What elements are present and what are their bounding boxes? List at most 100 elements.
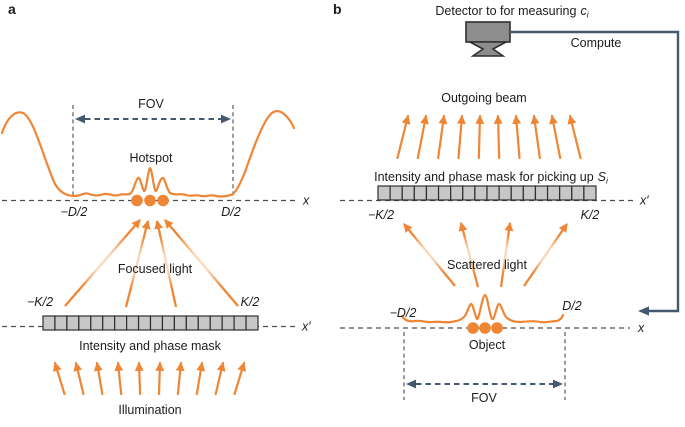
hotspot-dot bbox=[157, 194, 169, 207]
fov-arrowhead-right bbox=[553, 379, 563, 389]
mask-segment bbox=[221, 315, 235, 331]
mask-segment bbox=[90, 315, 104, 331]
panel-a-xprime-axis-label: x′ bbox=[301, 320, 311, 334]
mask-segment bbox=[425, 185, 440, 201]
mask-segment bbox=[450, 185, 464, 201]
light-arrow bbox=[456, 114, 466, 160]
light-arrow bbox=[233, 361, 247, 396]
mask-segment bbox=[78, 315, 92, 331]
light-arrow bbox=[403, 223, 456, 287]
light-arrow bbox=[164, 219, 239, 307]
panel-b-neg-k2-label: −K/2 bbox=[368, 208, 394, 222]
fov-arrowhead-right bbox=[221, 114, 231, 124]
light-arrow bbox=[53, 361, 66, 396]
mask-segment bbox=[498, 185, 512, 201]
panel-a-hotspot-label: Hotspot bbox=[129, 151, 173, 165]
compute-label: Compute bbox=[571, 36, 622, 50]
fov-arrowhead-left bbox=[75, 114, 85, 124]
light-arrow bbox=[195, 361, 206, 396]
fov-arrowhead-left bbox=[406, 379, 416, 389]
light-arrow bbox=[175, 361, 185, 396]
panel-a-focused-light-arrows bbox=[64, 219, 239, 308]
mask-segment bbox=[42, 315, 56, 331]
panel-b-d2-label: D/2 bbox=[562, 299, 582, 313]
compute-feedback-line bbox=[510, 30, 680, 313]
panel-a-intensity-curve bbox=[0, 110, 296, 198]
panel-a-mask-label: Intensity and phase mask bbox=[79, 339, 221, 353]
panel-a-illumination-label: Illumination bbox=[118, 403, 181, 417]
light-arrow bbox=[567, 114, 582, 160]
panel-a-k2-label: K/2 bbox=[241, 295, 260, 309]
mask-segment bbox=[413, 185, 428, 201]
panel-b-detector-label: Detector to for measuring ci bbox=[435, 4, 589, 20]
panel-b-object-curve bbox=[400, 293, 565, 324]
detector-body bbox=[465, 21, 511, 43]
panel-b-k2-label: K/2 bbox=[581, 208, 600, 222]
mask-segment bbox=[161, 315, 175, 331]
scattered-light-arrows bbox=[403, 221, 568, 288]
mask-segment bbox=[102, 315, 116, 331]
panel-b-x-axis-label: x bbox=[637, 321, 645, 335]
light-arrow bbox=[396, 114, 411, 160]
light-arrow bbox=[214, 361, 226, 396]
hotspot-dot bbox=[131, 194, 143, 207]
mask-segment bbox=[149, 315, 164, 331]
scattered-light-label: Scattered light bbox=[447, 258, 527, 272]
compute-arrowhead bbox=[638, 306, 649, 316]
mask-segment bbox=[377, 185, 391, 201]
light-arrow bbox=[155, 361, 165, 396]
mask-segment bbox=[66, 315, 80, 331]
mask-segment bbox=[571, 185, 585, 201]
mask-segment bbox=[486, 185, 500, 201]
light-arrow bbox=[134, 361, 144, 396]
detector-symbol-c: c bbox=[580, 4, 587, 18]
object-dot bbox=[491, 322, 503, 334]
panel-a: a x FOV Hotspot −D/2 D/2 Focused light −… bbox=[0, 1, 311, 417]
mask-segment bbox=[534, 185, 549, 201]
mask-segment bbox=[522, 185, 537, 201]
light-arrow bbox=[64, 219, 141, 307]
light-arrow bbox=[523, 223, 568, 287]
panel-b-object-dots bbox=[467, 322, 503, 334]
mask-segment bbox=[559, 185, 573, 201]
mask-segment bbox=[474, 185, 488, 201]
panel-a-fov-label: FOV bbox=[138, 97, 164, 111]
light-arrow bbox=[530, 114, 541, 160]
light-arrow bbox=[475, 114, 485, 160]
outgoing-beam-arrows bbox=[396, 114, 582, 160]
detector-label-text: Detector to for measuring bbox=[435, 4, 576, 18]
mask-segment bbox=[126, 315, 140, 331]
hotspot-dot bbox=[144, 194, 156, 207]
panel-a-mask bbox=[42, 315, 259, 331]
light-arrow bbox=[114, 361, 124, 396]
panel-a-illumination-arrows bbox=[53, 361, 247, 396]
detector-icon bbox=[465, 21, 511, 57]
mask-segment bbox=[137, 315, 152, 331]
light-arrow bbox=[154, 219, 178, 308]
panel-b-fov-label: FOV bbox=[471, 391, 497, 405]
light-arrow bbox=[493, 114, 503, 160]
panel-a-letter: a bbox=[8, 1, 16, 17]
mask-segment bbox=[209, 315, 223, 331]
mask-segment bbox=[185, 315, 199, 331]
mask-segment bbox=[245, 315, 259, 331]
mask-symbol-s: S bbox=[598, 170, 607, 184]
light-arrow bbox=[499, 221, 514, 288]
light-arrow bbox=[458, 221, 480, 288]
light-arrow bbox=[437, 114, 448, 160]
mask-segment bbox=[401, 185, 415, 201]
object-dot bbox=[479, 322, 491, 334]
mask-subscript-i: i bbox=[606, 176, 609, 186]
mask-segment bbox=[462, 185, 476, 201]
detector-subscript-i: i bbox=[587, 10, 590, 20]
detector-funnel bbox=[469, 41, 507, 57]
panel-a-hotspot-dots bbox=[131, 194, 169, 207]
mask-segment bbox=[389, 185, 403, 201]
mask-segment bbox=[510, 185, 524, 201]
light-arrow bbox=[124, 219, 151, 308]
panel-a-neg-d2-label: −D/2 bbox=[61, 205, 88, 219]
